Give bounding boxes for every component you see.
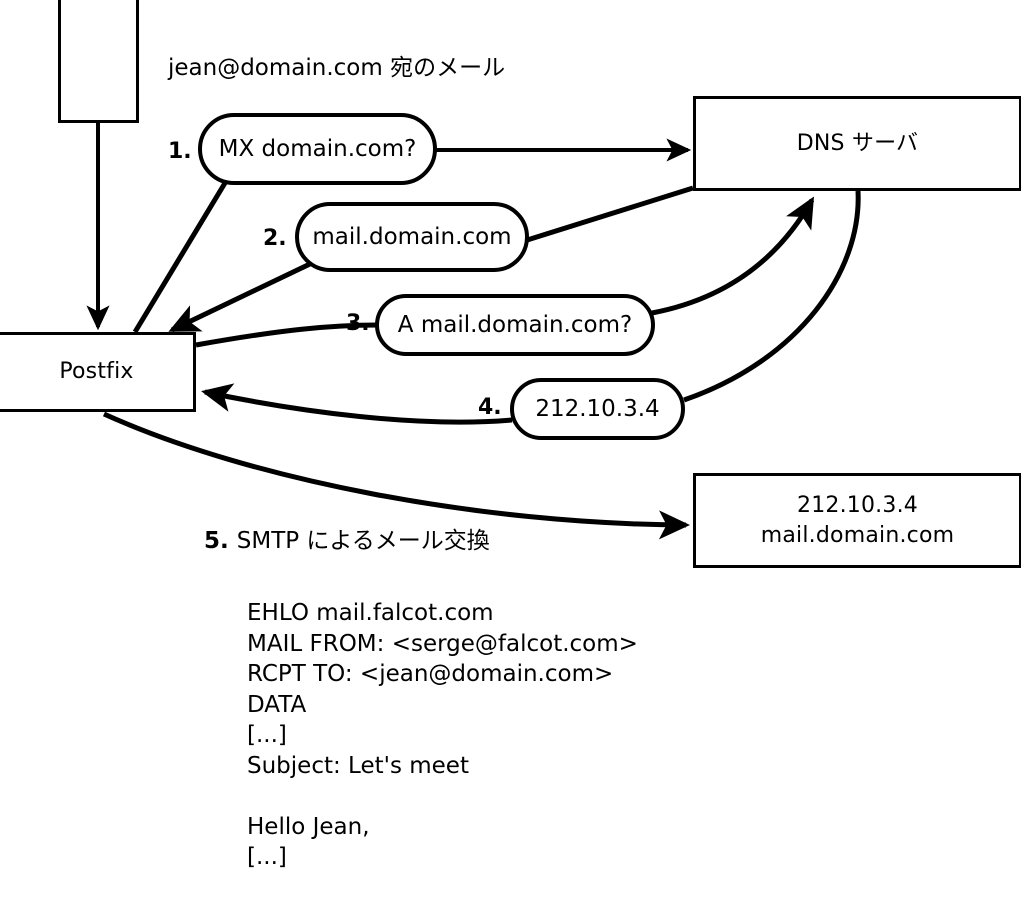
smtp-transcript-line: DATA <box>247 691 307 718</box>
connector-mx-query-tail <box>132 176 231 334</box>
smtp-transcript-line: Hello Jean, <box>247 813 370 840</box>
bubble-mx-query[interactable]: MX domain.com? <box>198 113 437 185</box>
connector-a-answer-to-postfix <box>201 383 513 425</box>
client-box[interactable] <box>58 0 139 123</box>
smtp-transcript-line <box>247 873 638 904</box>
connector-mx-answer-tail <box>168 260 314 333</box>
bubble-a-answer[interactable]: 212.10.3.4 <box>510 378 685 440</box>
smtp-transcript-line: [...] <box>247 844 287 870</box>
dns-server-box[interactable]: DNS サーバ <box>693 96 1021 191</box>
mail-server-box-label: 212.10.3.4 mail.domain.com <box>760 493 955 548</box>
bubble-a-query[interactable]: A mail.domain.com? <box>375 294 655 356</box>
step-number-5: 5. <box>204 528 229 554</box>
step-number-3: 3. <box>346 311 370 336</box>
connector-postfix-to-a-query <box>195 322 379 348</box>
step-number-4: 4. <box>478 395 502 420</box>
step-5-text: SMTP によるメール交換 <box>236 528 490 554</box>
connector-dns-to-mx-answer <box>523 185 694 244</box>
connector-postfix-to-mail-server <box>102 411 690 540</box>
bubble-mx-answer-label: mail.domain.com <box>312 224 512 250</box>
connector-dns-to-a-answer <box>683 190 861 403</box>
smtp-transcript-line: RCPT TO: <jean@domain.com> <box>247 661 614 687</box>
connector-a-query-to-dns <box>651 196 815 316</box>
bubble-a-query-label: A mail.domain.com? <box>397 312 633 338</box>
step-number-1: 1. <box>168 139 192 164</box>
smtp-transcript-line: EHLO mail.falcot.com <box>247 600 494 626</box>
smtp-transcript-line <box>247 781 638 812</box>
step-5-smtp-label: 5. SMTP によるメール交換 <box>204 521 490 555</box>
bubble-mx-answer[interactable]: mail.domain.com <box>295 202 529 272</box>
smtp-transcript-line: . <box>247 905 255 919</box>
mail-server-box[interactable]: 212.10.3.4 mail.domain.com <box>693 473 1021 568</box>
step-number-2: 2. <box>263 226 287 251</box>
smtp-transcript-line: [...] <box>247 722 287 748</box>
bubble-a-answer-label: 212.10.3.4 <box>535 396 660 422</box>
bubble-mx-query-label: MX domain.com? <box>218 136 417 162</box>
dns-server-box-label: DNS サーバ <box>796 130 919 156</box>
smtp-transcript-line: Subject: Let's meet <box>247 752 469 779</box>
smtp-transcript-line: MAIL FROM: <serge@falcot.com> <box>247 630 638 657</box>
postfix-box[interactable]: Postfix <box>0 332 196 412</box>
mail-destination-caption: jean@domain.com 宛のメール <box>168 55 506 81</box>
postfix-box-label: Postfix <box>59 359 134 385</box>
